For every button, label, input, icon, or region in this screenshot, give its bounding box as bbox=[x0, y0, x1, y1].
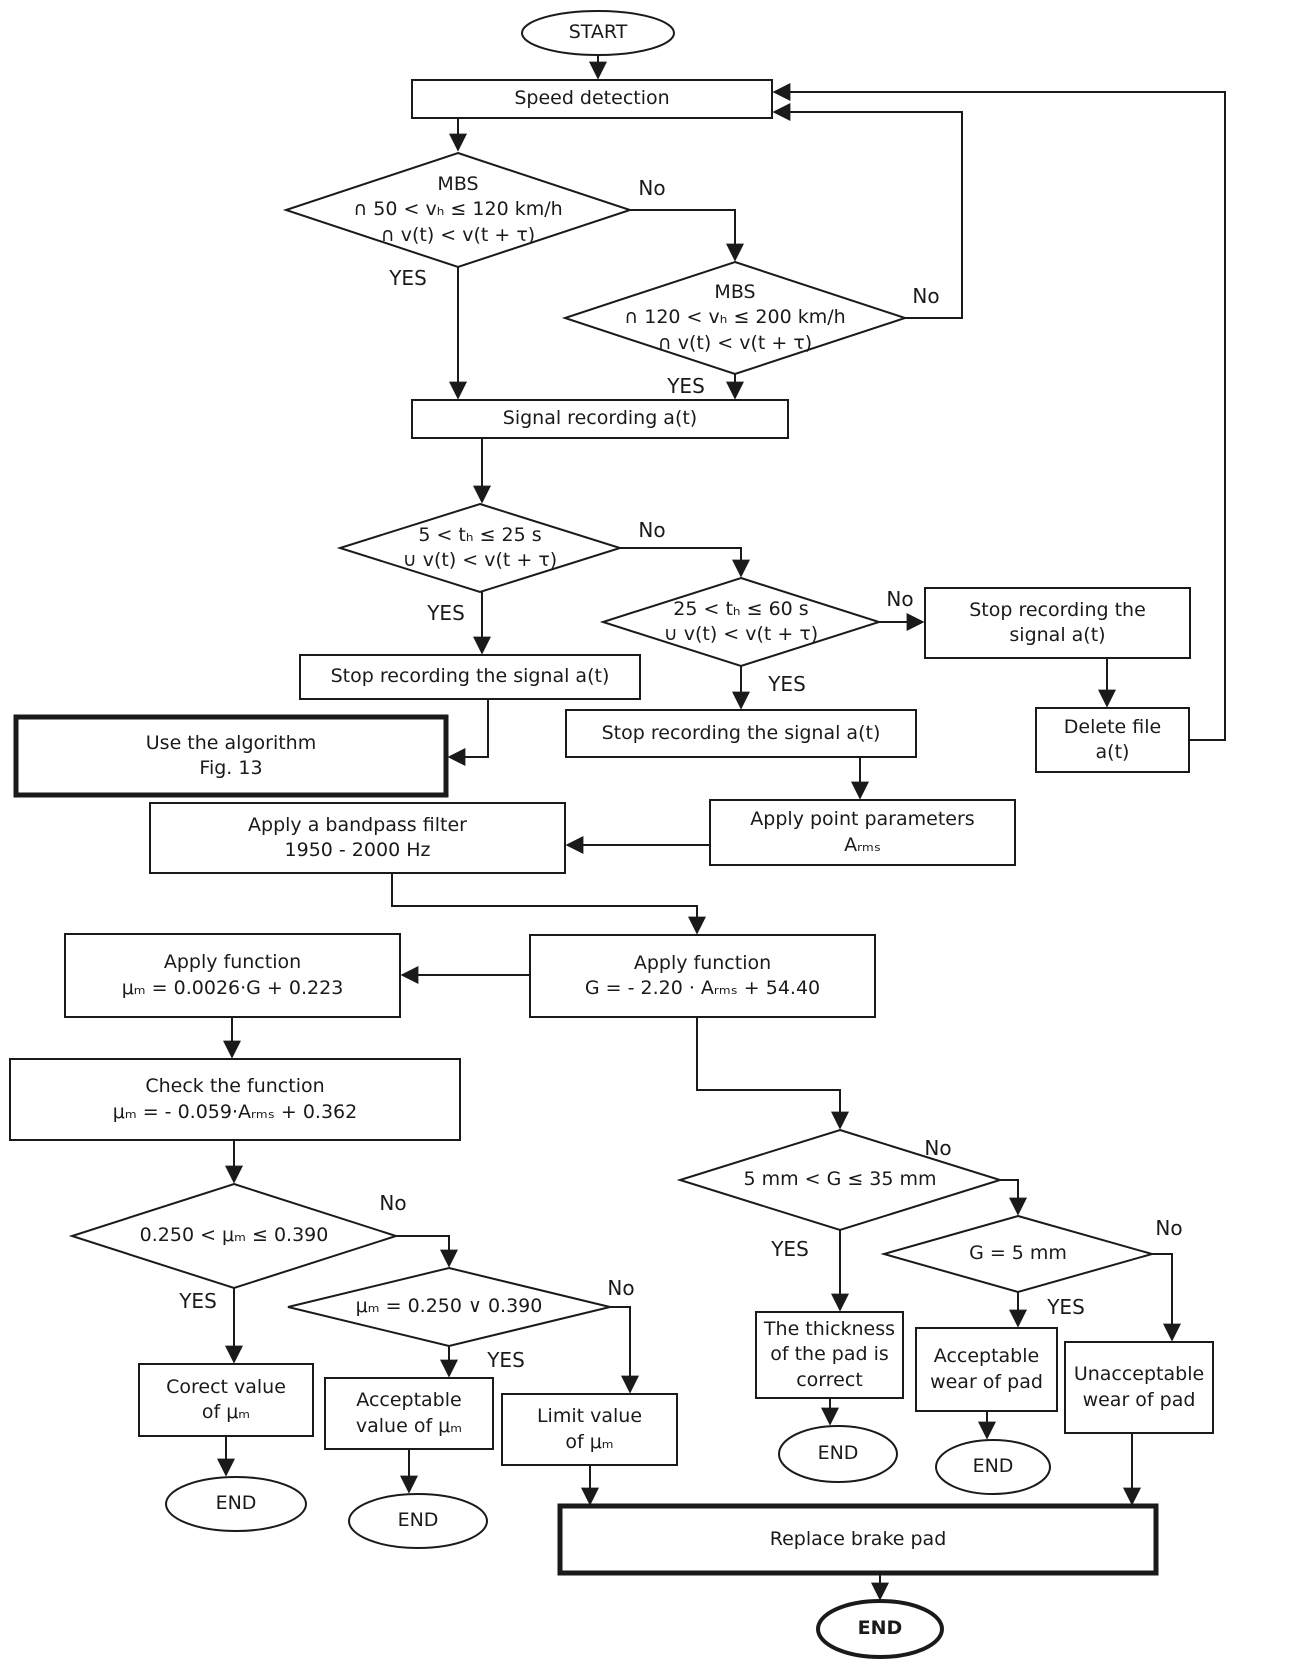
decision-g-range bbox=[676, 1128, 1004, 1232]
replace-brake-pad-box bbox=[557, 1503, 1159, 1576]
decision-mu-limit bbox=[287, 1266, 611, 1348]
edge-d1-no-to-d2 bbox=[630, 209, 744, 262]
edge-d3-no-to-d4 bbox=[620, 547, 750, 578]
end-terminator-4 bbox=[935, 1439, 1051, 1495]
acceptable-wear-box bbox=[915, 1327, 1058, 1412]
delete-file-box bbox=[1035, 707, 1190, 773]
check-function-box bbox=[9, 1058, 461, 1141]
unacceptable-wear-box bbox=[1064, 1341, 1214, 1434]
decision-g-equal-5 bbox=[880, 1214, 1156, 1294]
edge-d2-no-to-speed bbox=[772, 103, 963, 319]
decision-mbs-120-200 bbox=[561, 260, 909, 376]
signal-recording-box bbox=[411, 399, 789, 439]
start-terminator bbox=[521, 10, 675, 56]
decision-th-5-25 bbox=[336, 502, 624, 594]
end-terminator-3 bbox=[778, 1425, 898, 1483]
stop-recording-mid-box bbox=[565, 709, 917, 758]
edge-bandpass-to-applyfnright bbox=[391, 873, 706, 935]
end-terminator-2 bbox=[348, 1493, 488, 1549]
edge-stopleft-to-algorithm bbox=[447, 699, 489, 766]
edge-d5-no-to-d6 bbox=[396, 1235, 458, 1268]
decision-mbs-50-120 bbox=[282, 151, 634, 269]
acceptable-value-box bbox=[324, 1377, 494, 1450]
stop-recording-right-box bbox=[924, 587, 1191, 659]
use-algorithm-box bbox=[13, 714, 449, 798]
edge-applyfnright-to-d7 bbox=[696, 1017, 849, 1130]
decision-mu-range bbox=[68, 1182, 400, 1290]
end-terminator-1 bbox=[165, 1476, 307, 1532]
stop-recording-left-box bbox=[299, 654, 641, 700]
apply-function-right-box bbox=[529, 934, 876, 1018]
bandpass-filter-box bbox=[149, 802, 566, 874]
limit-value-box bbox=[501, 1393, 678, 1466]
edge-d6-no-to-limit bbox=[610, 1306, 639, 1394]
end-terminator-final bbox=[816, 1599, 944, 1659]
thickness-correct-box bbox=[755, 1311, 904, 1399]
speed-detection-box bbox=[411, 79, 773, 119]
correct-value-box bbox=[138, 1363, 314, 1437]
edge-delete-loop-to-speed bbox=[772, 83, 1226, 741]
edge-d8-no-to-unacceptwear bbox=[1152, 1253, 1181, 1342]
apply-point-parameters-box bbox=[709, 799, 1016, 866]
apply-function-left-box bbox=[64, 933, 401, 1018]
decision-th-25-60 bbox=[599, 576, 883, 668]
edge-d7-no-to-d8 bbox=[1000, 1179, 1027, 1216]
